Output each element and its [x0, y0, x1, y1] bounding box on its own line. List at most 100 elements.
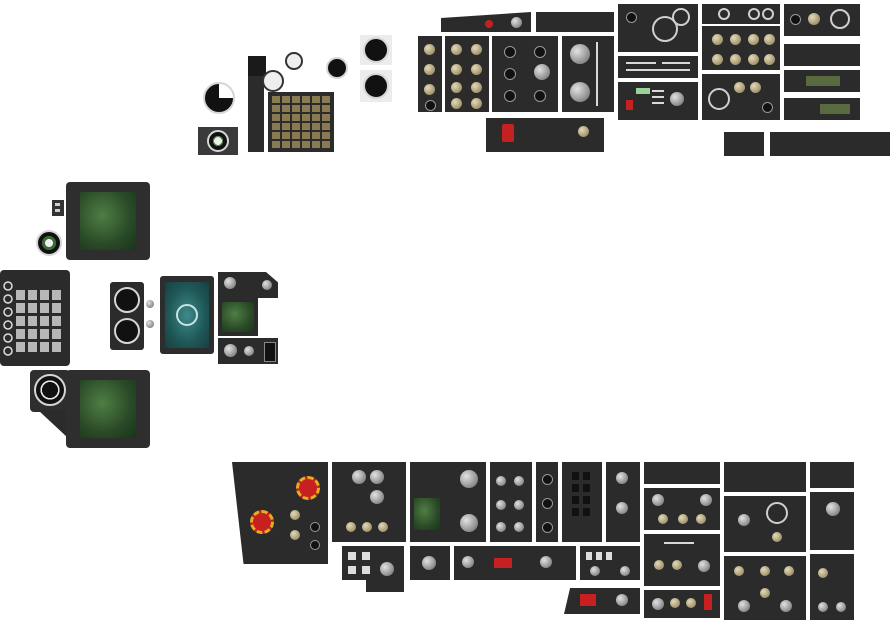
rotary-selector-icon[interactable] — [460, 514, 478, 532]
knob-icon[interactable] — [670, 598, 680, 608]
knob-icon[interactable] — [712, 54, 723, 65]
knob-icon[interactable] — [730, 34, 741, 45]
knob-icon[interactable] — [730, 54, 741, 65]
toggle-switch-icon[interactable] — [762, 102, 773, 113]
knob-icon[interactable] — [616, 502, 628, 514]
knob-icon[interactable] — [826, 502, 840, 516]
knob-icon[interactable] — [818, 568, 828, 578]
toggle-switch-icon[interactable] — [542, 522, 553, 533]
toggle-switch-icon[interactable] — [626, 12, 637, 23]
knob-icon[interactable] — [424, 44, 435, 55]
toggle-switch-icon[interactable] — [534, 46, 546, 58]
toggle-switch-icon[interactable] — [534, 90, 546, 102]
knob-icon[interactable] — [511, 17, 522, 28]
throttle-switch[interactable] — [580, 594, 596, 606]
dial-ring-icon[interactable] — [672, 8, 690, 26]
emergency-handle[interactable] — [502, 124, 514, 142]
knob-icon[interactable] — [764, 34, 775, 45]
knob-icon[interactable] — [700, 494, 712, 506]
toggle-switch-icon[interactable] — [310, 540, 320, 550]
master-arm-button[interactable] — [250, 510, 274, 534]
knob-icon[interactable] — [514, 476, 524, 486]
knob-icon[interactable] — [734, 82, 745, 93]
knob-icon[interactable] — [471, 82, 482, 93]
knob-icon[interactable] — [784, 566, 794, 576]
knob-icon[interactable] — [422, 556, 436, 570]
knob-icon[interactable] — [760, 566, 770, 576]
dial-ring-icon[interactable] — [708, 88, 730, 110]
knob-icon[interactable] — [748, 54, 759, 65]
knob-icon[interactable] — [244, 346, 254, 356]
knob-icon[interactable] — [748, 34, 759, 45]
rotary-selector-icon[interactable] — [670, 92, 684, 106]
toggle-switch-icon[interactable] — [504, 90, 516, 102]
toggle-switch-icon[interactable] — [542, 474, 553, 485]
knob-icon[interactable] — [712, 34, 723, 45]
knob-icon[interactable] — [772, 532, 782, 542]
knob-icon[interactable] — [616, 594, 628, 606]
knob-icon[interactable] — [652, 494, 664, 506]
knob-icon[interactable] — [678, 514, 688, 524]
option-select-button[interactable] — [3, 281, 13, 291]
option-select-button[interactable] — [3, 346, 13, 356]
knob-icon[interactable] — [424, 84, 435, 95]
knob-icon[interactable] — [686, 598, 696, 608]
knob-icon[interactable] — [738, 514, 750, 526]
attitude-gauge-icon[interactable] — [203, 82, 235, 114]
knob-icon[interactable] — [451, 64, 462, 75]
knob-icon[interactable] — [146, 300, 154, 308]
knob-icon[interactable] — [760, 588, 770, 598]
knob-icon[interactable] — [496, 522, 506, 532]
knob-icon[interactable] — [496, 500, 506, 510]
rotary-selector-icon[interactable] — [570, 82, 590, 102]
knob-icon[interactable] — [658, 514, 668, 524]
knob-icon[interactable] — [451, 98, 462, 109]
option-select-button[interactable] — [3, 294, 13, 304]
toggle-switch-icon[interactable] — [425, 100, 436, 111]
knob-icon[interactable] — [224, 344, 237, 357]
knob-icon[interactable] — [672, 560, 682, 570]
light-knob-icon[interactable] — [762, 8, 774, 20]
rotary-selector-icon[interactable] — [534, 64, 550, 80]
knob-icon[interactable] — [808, 13, 820, 25]
knob-icon[interactable] — [734, 566, 744, 576]
brake-hold-switch[interactable] — [494, 558, 512, 568]
knob-icon[interactable] — [620, 566, 630, 576]
knob-icon[interactable] — [514, 500, 524, 510]
dial-ring-icon[interactable] — [652, 16, 678, 42]
toggle-switch-icon[interactable] — [310, 522, 320, 532]
knob-icon[interactable] — [836, 602, 846, 612]
knob-icon[interactable] — [378, 522, 388, 532]
knob-icon[interactable] — [362, 522, 372, 532]
knob-icon[interactable] — [451, 82, 462, 93]
toggle-switch-icon[interactable] — [542, 498, 553, 509]
knob-icon[interactable] — [451, 44, 462, 55]
knob-icon[interactable] — [146, 320, 154, 328]
emergency-jettison-button[interactable] — [296, 476, 320, 500]
knob-icon[interactable] — [290, 530, 300, 540]
knob-icon[interactable] — [424, 64, 435, 75]
rotary-selector-icon[interactable] — [460, 470, 478, 488]
knob-icon[interactable] — [370, 490, 384, 504]
knob-icon[interactable] — [750, 82, 761, 93]
knob-icon[interactable] — [514, 522, 524, 532]
toggle-switch-icon[interactable] — [790, 14, 801, 25]
dial-ring-icon[interactable] — [830, 9, 850, 29]
knob-icon[interactable] — [654, 560, 664, 570]
knob-icon[interactable] — [471, 44, 482, 55]
dial-ring-icon[interactable] — [766, 502, 788, 524]
toggle-switch-icon[interactable] — [504, 68, 516, 80]
knob-icon[interactable] — [652, 598, 664, 610]
knob-icon[interactable] — [578, 126, 589, 137]
knob-icon[interactable] — [696, 514, 706, 524]
knob-icon[interactable] — [262, 280, 272, 290]
knob-icon[interactable] — [590, 566, 600, 576]
light-knob-icon[interactable] — [718, 8, 730, 20]
knob-icon[interactable] — [818, 602, 828, 612]
knob-icon[interactable] — [471, 98, 482, 109]
knob-icon[interactable] — [370, 470, 384, 484]
option-select-button[interactable] — [3, 307, 13, 317]
knob-icon[interactable] — [380, 562, 394, 576]
knob-icon[interactable] — [780, 600, 792, 612]
knob-icon[interactable] — [462, 556, 474, 568]
